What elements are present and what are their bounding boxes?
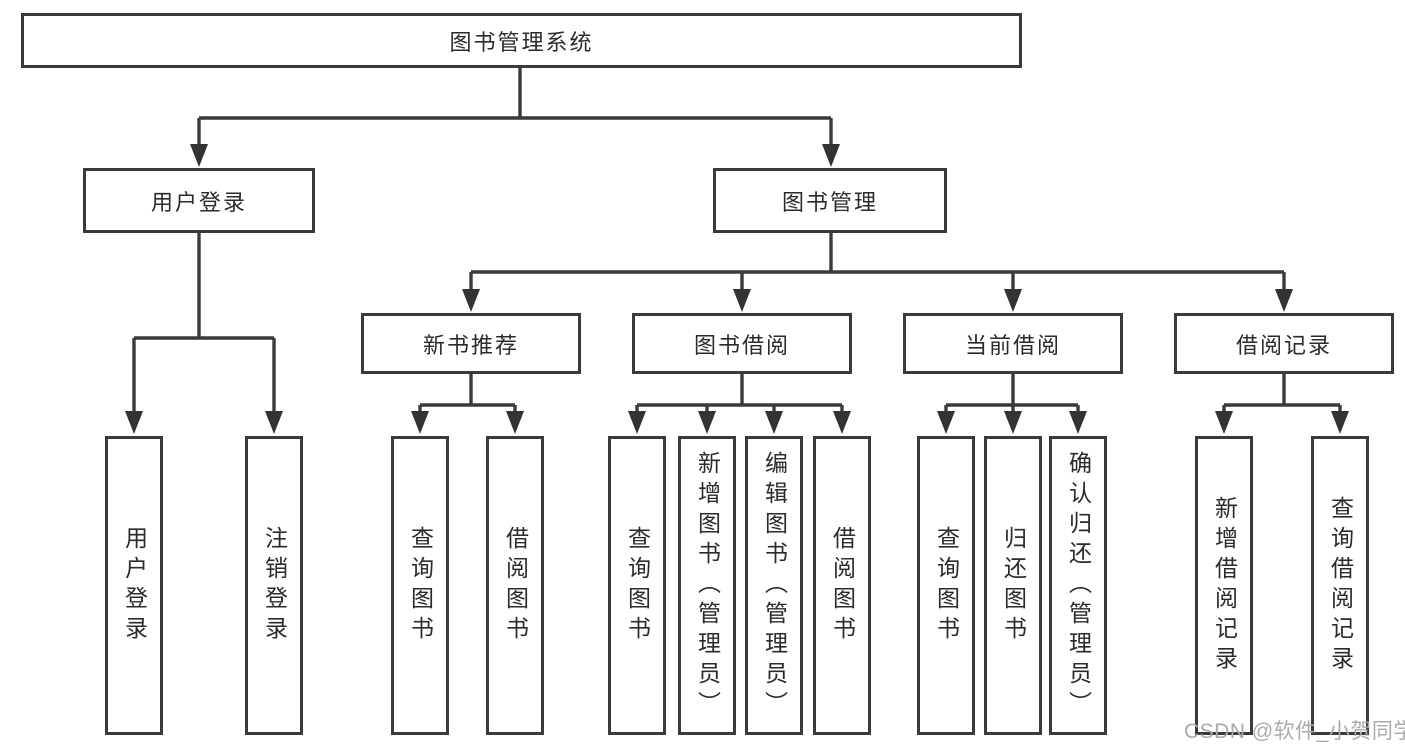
node-current-borrow: 当前借阅: [903, 313, 1123, 374]
leaf-user-login: 用户登录: [105, 436, 163, 735]
leaf-query-borrow-record: 查询借阅记录: [1311, 436, 1369, 735]
leaf-borrow-book-1: 借阅图书: [486, 436, 544, 735]
node-book-management: 图书管理: [713, 168, 947, 233]
leaf-logout: 注销登录: [245, 436, 303, 735]
arrowhead-icons: [125, 144, 1349, 434]
leaf-query-book-1: 查询图书: [391, 436, 449, 735]
csdn-watermark: CSDN @软件_小贺同学: [1184, 720, 1405, 743]
node-new-book-recommend: 新书推荐: [361, 313, 581, 374]
leaf-add-borrow-record: 新增借阅记录: [1195, 436, 1253, 735]
leaf-confirm-return-admin: 确认归还（管理员）: [1049, 436, 1107, 735]
leaf-add-book-admin: 新增图书（管理员）: [678, 436, 736, 735]
node-user-login: 用户登录: [83, 168, 315, 233]
node-root-system: 图书管理系统: [21, 13, 1022, 68]
leaf-edit-book-admin: 编辑图书（管理员）: [745, 436, 803, 735]
leaf-return-book: 归还图书: [984, 436, 1042, 735]
leaf-query-book-3: 查询图书: [917, 436, 975, 735]
node-borrow-record: 借阅记录: [1174, 313, 1394, 374]
leaf-borrow-book-2: 借阅图书: [813, 436, 871, 735]
node-book-borrow: 图书借阅: [632, 313, 852, 374]
leaf-query-book-2: 查询图书: [608, 436, 666, 735]
